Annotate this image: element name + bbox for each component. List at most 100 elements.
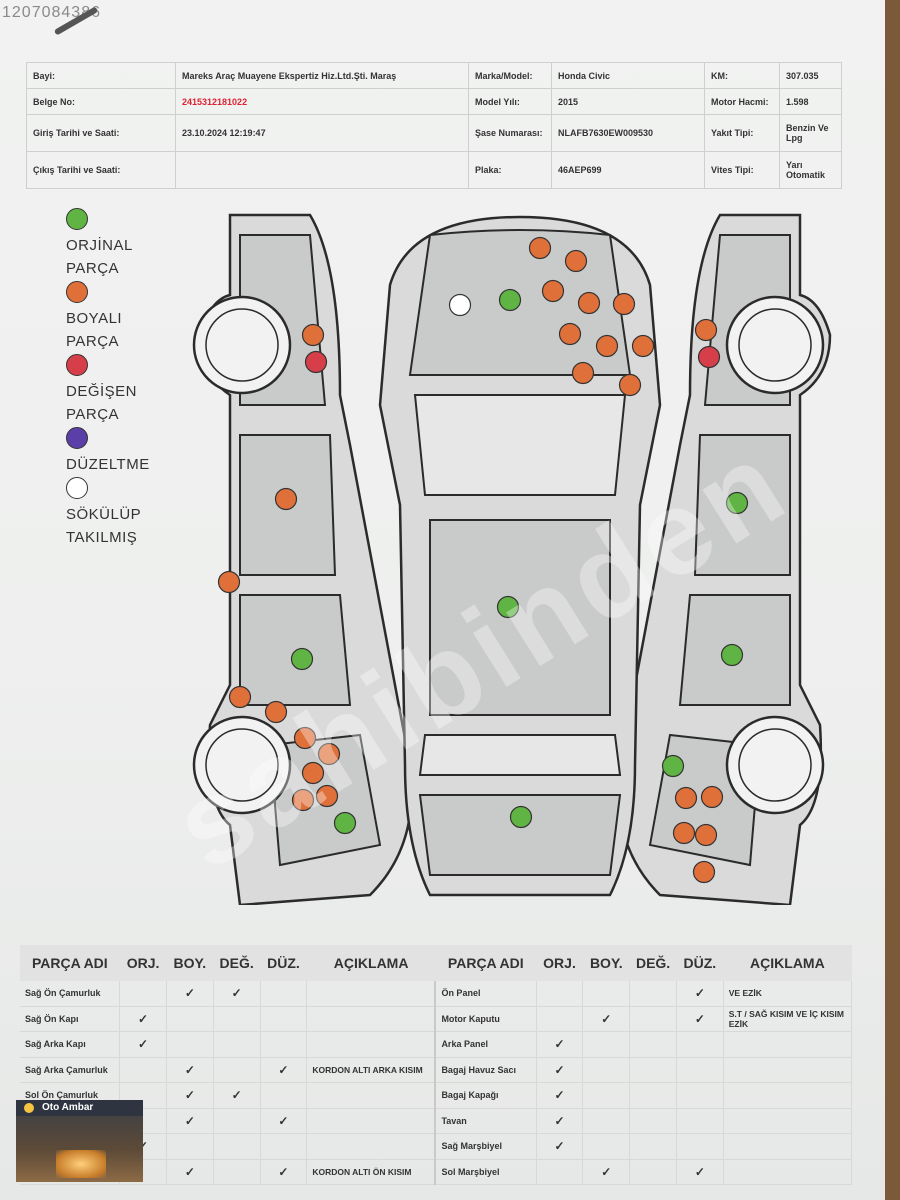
vites-value: Yarı Otomatik <box>780 152 842 189</box>
green-status-dot <box>500 290 521 311</box>
header-cell: PARÇA ADI <box>435 945 536 981</box>
description-cell: KORDON ALTI ARKA KISIM <box>307 1057 436 1083</box>
check-cell <box>630 1032 677 1058</box>
header-cell: BOY. <box>583 945 630 981</box>
orange-status-dot <box>702 787 723 808</box>
check-cell: ✓ <box>260 1108 307 1134</box>
orange-status-dot <box>696 320 717 341</box>
part-name-cell: Sağ Ön Kapı <box>20 1006 120 1032</box>
car-damage-diagram <box>190 205 840 905</box>
check-cell: ✓ <box>260 1057 307 1083</box>
vehicle-info-table: Bayi: Mareks Araç Muayene Ekspertiz Hiz.… <box>26 62 842 189</box>
orange-status-dot <box>303 325 324 346</box>
check-cell <box>536 981 583 1006</box>
table-row: Sağ Ön Çamurluk✓✓Ön Panel✓VE EZİK <box>20 981 852 1006</box>
check-cell <box>260 1083 307 1109</box>
check-cell: ✓ <box>583 1159 630 1185</box>
table-row: Sağ Arka Kapı✓Arka Panel✓ <box>20 1032 852 1058</box>
part-name-cell: Sağ Ön Çamurluk <box>20 981 120 1006</box>
check-cell: ✓ <box>536 1108 583 1134</box>
legend-item-duzeltme: DÜZELTME <box>64 425 184 475</box>
sase-label: Şase Numarası: <box>469 115 552 152</box>
check-cell: ✓ <box>166 1083 213 1109</box>
orange-status-dot <box>317 786 338 807</box>
check-cell <box>583 981 630 1006</box>
marka-value: Honda Civic <box>552 63 705 89</box>
bayi-label: Bayi: <box>27 63 176 89</box>
left-rear-wheel <box>194 717 290 813</box>
check-cell: ✓ <box>676 1159 723 1185</box>
plaka-label: Plaka: <box>469 152 552 189</box>
check-cell <box>166 1032 213 1058</box>
check-cell <box>676 1134 723 1160</box>
orange-status-dot <box>633 336 654 357</box>
check-cell <box>630 1083 677 1109</box>
orange-status-dot <box>566 251 587 272</box>
orange-status-dot <box>530 238 551 259</box>
check-cell <box>676 1032 723 1058</box>
cikis-label: Çıkış Tarihi ve Saati: <box>27 152 176 189</box>
sokulup-dot-icon <box>66 477 88 499</box>
orange-status-dot <box>303 763 324 784</box>
check-cell <box>213 1108 260 1134</box>
green-status-dot <box>292 649 313 670</box>
check-cell <box>213 1159 260 1185</box>
legend-item-boyali: BOYALI PARÇA <box>64 279 184 352</box>
legend-item-orjinal: ORJİNAL PARÇA <box>64 206 184 279</box>
header-cell: AÇIKLAMA <box>723 945 851 981</box>
parts-table-header: PARÇA ADIORJ.BOY.DEĞ.DÜZ.AÇIKLAMAPARÇA A… <box>20 945 852 981</box>
description-cell <box>307 1032 436 1058</box>
table-row: Sol Ön Çamurluk✓✓Bagaj Kapağı✓ <box>20 1083 852 1109</box>
check-cell <box>583 1057 630 1083</box>
check-cell <box>676 1083 723 1109</box>
check-cell <box>260 1032 307 1058</box>
description-cell <box>307 1108 436 1134</box>
check-cell <box>630 1108 677 1134</box>
orange-status-dot <box>266 702 287 723</box>
description-cell <box>307 1006 436 1032</box>
check-cell: ✓ <box>166 1159 213 1185</box>
motor-value: 1.598 <box>780 89 842 115</box>
left-rear-door <box>240 595 350 705</box>
description-cell <box>307 1083 436 1109</box>
orange-status-dot <box>676 788 697 809</box>
rear-window <box>420 735 620 775</box>
check-cell: ✓ <box>166 1108 213 1134</box>
check-cell: ✓ <box>260 1159 307 1185</box>
green-status-dot <box>498 597 519 618</box>
right-rear-wheel <box>727 717 823 813</box>
check-cell <box>536 1006 583 1032</box>
check-cell <box>583 1108 630 1134</box>
check-cell: ✓ <box>676 981 723 1006</box>
description-cell <box>723 1108 851 1134</box>
check-cell <box>213 1057 260 1083</box>
header-cell: BOY. <box>166 945 213 981</box>
part-name-cell: Sağ Arka Çamurluk <box>20 1057 120 1083</box>
legend-item-sokulup: SÖKÜLÜP TAKILMIŞ <box>64 475 184 548</box>
part-name-cell: Sağ Arka Kapı <box>20 1032 120 1058</box>
part-name-cell: Tavan <box>435 1108 536 1134</box>
legend-label: BOYALI PARÇA <box>66 307 122 353</box>
check-cell: ✓ <box>536 1057 583 1083</box>
legend-item-degisen: DEĞİŞEN PARÇA <box>64 352 184 425</box>
description-cell <box>723 1057 851 1083</box>
green-status-dot <box>663 756 684 777</box>
check-cell <box>213 1134 260 1160</box>
check-cell <box>583 1083 630 1109</box>
check-cell: ✓ <box>536 1032 583 1058</box>
legend-label: ORJİNAL PARÇA <box>66 234 133 280</box>
check-cell <box>213 1032 260 1058</box>
parts-table-body: Sağ Ön Çamurluk✓✓Ön Panel✓VE EZİKSağ Ön … <box>20 981 852 1185</box>
check-cell: ✓ <box>536 1083 583 1109</box>
plaka-value: 46AEP699 <box>552 152 705 189</box>
windshield <box>415 395 625 495</box>
parts-status-table: PARÇA ADIORJ.BOY.DEĞ.DÜZ.AÇIKLAMAPARÇA A… <box>20 945 852 1185</box>
orange-status-dot <box>620 375 641 396</box>
red-status-dot <box>306 352 327 373</box>
degisen-dot-icon <box>66 354 88 376</box>
yakit-value: Benzin Ve Lpg <box>780 115 842 152</box>
model-yili-label: Model Yılı: <box>469 89 552 115</box>
part-name-cell: Motor Kaputu <box>435 1006 536 1032</box>
table-row: Sol Arka Çamurluk✓✓KORDON ALTI ÖN KISIMS… <box>20 1159 852 1185</box>
